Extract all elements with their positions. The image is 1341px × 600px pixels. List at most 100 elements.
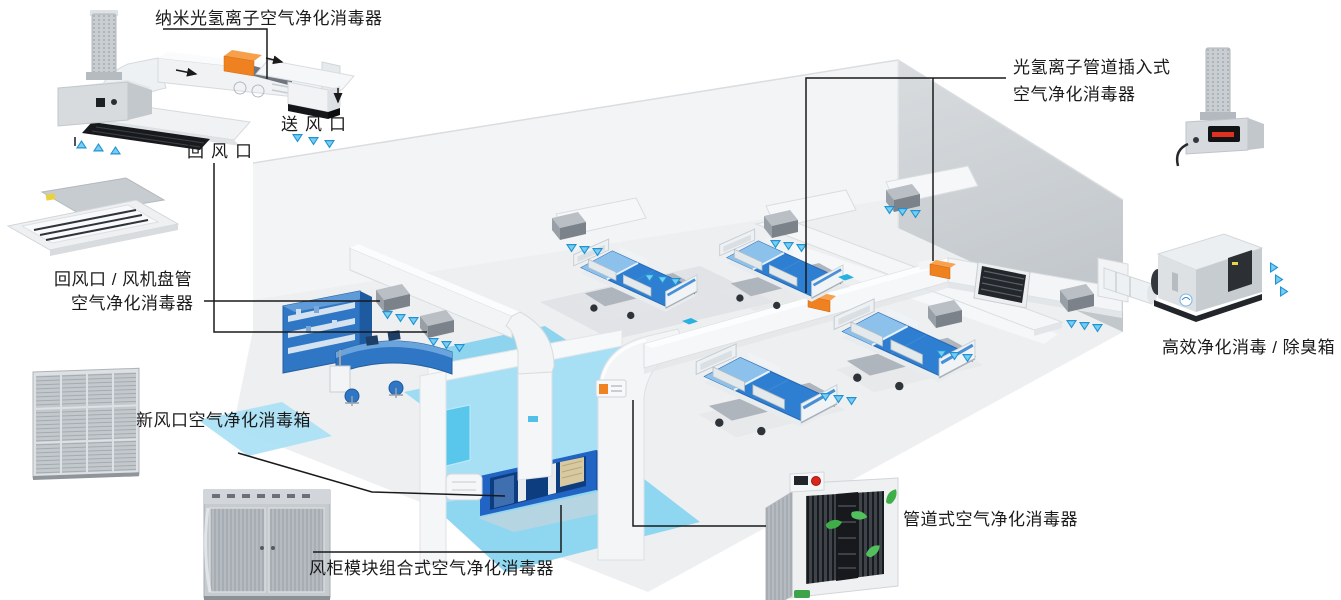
station-counter-top — [336, 341, 452, 358]
shelf-item — [306, 326, 311, 333]
floor-cyan-patch — [198, 402, 332, 456]
cabinet-top-band — [204, 490, 330, 504]
power-cable — [1175, 142, 1189, 167]
cassette-panel — [20, 204, 160, 244]
label-fresh-air-box: 新风口空气净化消毒箱 — [136, 411, 311, 430]
leader-duct-type — [632, 400, 766, 527]
ahu-module — [494, 475, 514, 508]
inlet-ribs — [452, 481, 476, 491]
filter-cells — [36, 372, 136, 474]
label-pipe-insert-line1: 光氢离子管道插入式 — [1013, 58, 1171, 77]
leader-return-outlet — [213, 163, 427, 333]
label-supply-outlet: 送风口 — [281, 115, 353, 134]
back-wall — [253, 60, 898, 330]
duct-insert-purifier-orange — [918, 259, 956, 280]
label-fan-coil-line2: 空气净化消毒器 — [71, 294, 194, 313]
ahu-riser-duct — [517, 365, 553, 481]
left-branch-duct-top — [350, 244, 520, 316]
grille-slats — [91, 126, 205, 148]
leader-fresh-air — [237, 452, 506, 497]
ionizer-tube — [91, 13, 117, 75]
tube-base — [1200, 112, 1236, 120]
photo-fan-coil-cassette — [6, 177, 180, 256]
cross-duct-shadow — [1034, 322, 1062, 336]
supply-grille-side — [328, 108, 340, 119]
flow-arrow — [265, 55, 284, 65]
handle-slot — [1172, 272, 1178, 292]
highlight — [203, 507, 212, 593]
logo-swirl — [1181, 297, 1191, 301]
nano-purifier-device-top — [224, 50, 262, 61]
photo-nano-tube-device — [57, 10, 152, 127]
door-handle — [271, 546, 275, 550]
left-branch-duct — [349, 247, 513, 339]
ahu-shadow — [478, 492, 634, 532]
exhaust-pipe — [1097, 257, 1157, 305]
cabinet-shadow — [204, 596, 330, 600]
shelf-item — [332, 320, 337, 327]
photo-pipe-insert-device — [1175, 47, 1264, 167]
front-room-door — [445, 404, 471, 467]
leader-lines — [163, 28, 1006, 553]
red-readout — [1212, 132, 1234, 137]
supply-grille-dark — [288, 104, 328, 119]
sticker — [45, 193, 56, 201]
ceiling-plate — [255, 59, 355, 91]
label-pipe-insert-line2: 空气净化消毒器 — [1013, 85, 1136, 104]
monitor — [387, 330, 401, 341]
return-grille-dark — [82, 122, 210, 150]
display — [794, 476, 808, 485]
tube-base — [86, 72, 122, 80]
label-ahu-modular: 风柜模块组合式空气净化消毒器 — [309, 559, 554, 578]
medical-cart — [329, 365, 351, 393]
filter-bottom-edge — [33, 472, 139, 481]
main-duct-top — [644, 258, 956, 348]
shelf — [288, 334, 355, 354]
power-button — [811, 476, 821, 486]
return-grille — [973, 261, 1031, 309]
device-box-side — [128, 82, 152, 120]
chair-base — [345, 396, 359, 406]
deodorize-box — [1151, 233, 1289, 322]
leader-ahu-modular — [313, 505, 562, 553]
device-box-front — [57, 81, 129, 127]
fan-coil — [233, 81, 247, 95]
knob — [111, 99, 117, 105]
panel-light — [1232, 262, 1238, 265]
vent-slots — [33, 209, 149, 241]
fan-coil — [251, 84, 265, 98]
knob — [1193, 137, 1199, 143]
label-fan-coil-line1: 回风口 / 风机盘管 — [54, 270, 193, 289]
monitor — [365, 335, 379, 346]
duct-tag — [528, 416, 538, 422]
box-base — [1154, 294, 1262, 322]
leader-nano — [163, 28, 268, 79]
photo-fresh-air-filter — [32, 367, 140, 481]
label-hepa-deodorize: 高效净化消毒 / 除臭箱 — [1162, 338, 1336, 357]
cabinet-door — [268, 507, 325, 593]
ahu-fresh-air-inlet — [445, 473, 483, 501]
device-box-side — [1248, 118, 1264, 150]
right-wall — [898, 60, 1123, 332]
ahu-filter-pleats — [561, 460, 583, 479]
label-nano-purifier: 纳米光氢离子空气净化消毒器 — [155, 9, 383, 28]
inline-duct-purifier — [595, 379, 627, 398]
pipe-ribs — [1115, 272, 1131, 297]
green-vent — [794, 590, 810, 598]
label-duct-type: 管道式空气净化消毒器 — [903, 510, 1078, 529]
cabinet-door — [209, 507, 266, 593]
shelf — [288, 318, 355, 338]
leader-pipe-insert-a — [805, 77, 1006, 293]
cabinet-vents — [212, 494, 310, 498]
shelf-item — [314, 306, 319, 313]
flow-arrow — [175, 67, 198, 77]
shelf-item — [296, 309, 301, 316]
label-return-outlet: 回风口 — [187, 142, 259, 161]
door-handle — [260, 546, 264, 550]
photo-cabinet-purifier — [203, 489, 331, 600]
chair-base — [389, 388, 403, 398]
cassette-lip — [50, 224, 178, 256]
shelf — [288, 302, 355, 322]
